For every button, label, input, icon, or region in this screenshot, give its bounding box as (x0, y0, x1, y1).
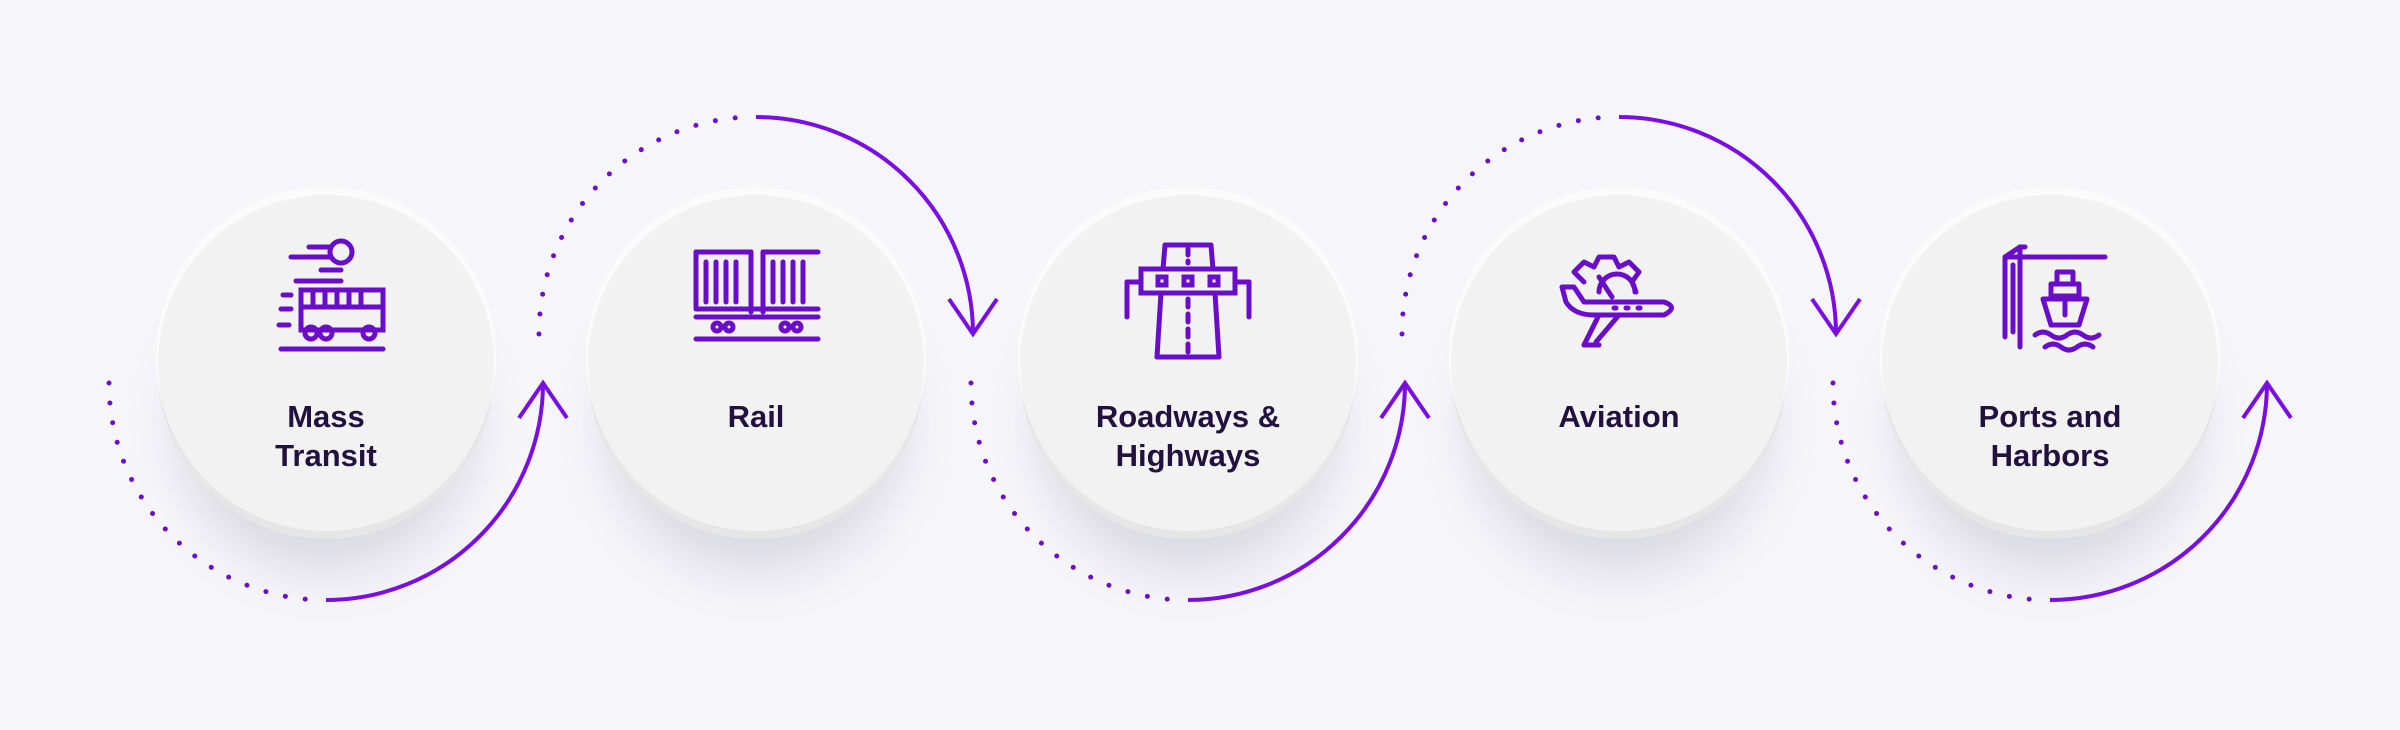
arrow-arc (1187, 382, 1407, 602)
highway-icon (1124, 242, 1252, 360)
step-label: Roadways & Highways (1095, 399, 1281, 473)
arrowhead-up-icon (1379, 379, 1431, 420)
step-roadways-highways: Roadways & Highways (1020, 195, 1356, 531)
step-label: Rail (727, 399, 785, 434)
airplane-gear-icon (1559, 254, 1674, 348)
step-aviation: Aviation (1451, 195, 1787, 531)
step-ports-harbors: Ports and Harbors (1882, 195, 2218, 531)
step-label: Mass Transit (275, 399, 377, 473)
arrowhead-up-icon (517, 379, 569, 420)
arrow-arc (755, 115, 975, 335)
arrow-arc (2049, 382, 2269, 602)
arrowhead-up-icon (2241, 379, 2293, 420)
step-label: Aviation (1558, 399, 1680, 434)
step-rail: Rail (588, 195, 924, 531)
arrowhead-down-icon (1810, 297, 1862, 338)
bus-icon (276, 238, 386, 352)
step-mass-transit: Mass Transit (158, 195, 494, 531)
ship-crane-icon (2002, 244, 2108, 353)
step-label: Ports and Harbors (1978, 399, 2122, 473)
arrowhead-down-icon (947, 297, 999, 338)
arrow-arc (1618, 115, 1838, 335)
train-icon (693, 249, 821, 342)
arrow-arc (325, 382, 545, 602)
